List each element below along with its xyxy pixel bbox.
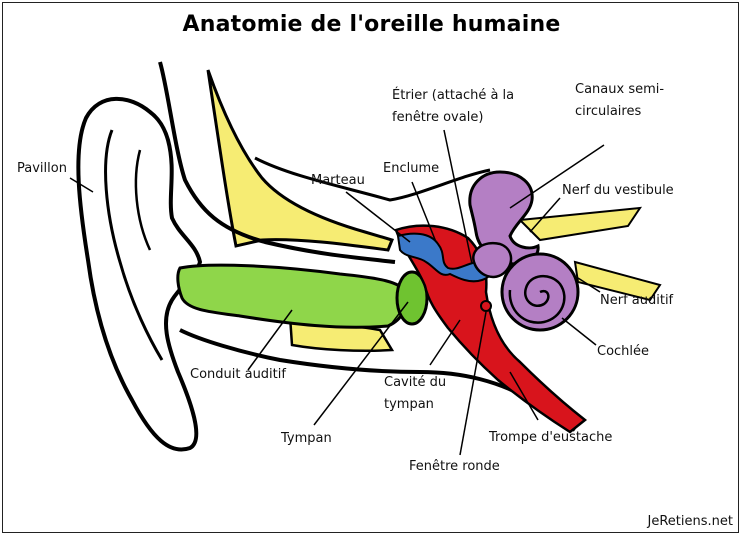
label-tympan: Tympan <box>281 431 332 446</box>
label-etrier-line1: Étrier (attaché à la <box>392 88 515 103</box>
label-marteau: Marteau <box>311 173 365 188</box>
label-trompe: Trompe d'eustache <box>489 430 613 445</box>
ear-canal <box>176 263 409 329</box>
bone-wedge-auditory <box>573 260 662 302</box>
inner-membrane-line <box>254 156 491 202</box>
round-window <box>480 300 492 312</box>
label-cavite-line1: Cavité du <box>384 375 447 390</box>
diagram-title: Anatomie de l'oreille humaine <box>182 12 561 37</box>
label-cochlee: Cochlée <box>597 344 650 359</box>
label-pavillon: Pavillon <box>17 161 67 176</box>
pinna-fold-2 <box>134 149 152 251</box>
label-fenetre-ronde: Fenêtre ronde <box>409 459 500 474</box>
tympanic-membrane <box>395 270 429 326</box>
semicircular-canals <box>468 170 540 266</box>
label-canaux-line2: circulaires <box>575 104 642 119</box>
label-nerf-vestibule: Nerf du vestibule <box>562 183 674 198</box>
label-nerf-auditif: Nerf auditif <box>600 293 674 308</box>
label-enclume: Enclume <box>383 161 440 176</box>
pinna-fold <box>104 129 164 361</box>
credit-text: JeRetiens.net <box>647 514 733 529</box>
temporal-bone-upper <box>206 69 395 252</box>
label-canaux-line1: Canaux semi- <box>575 82 665 97</box>
cochlea-spiral <box>508 275 566 324</box>
label-etrier-line2: fenêtre ovale) <box>392 110 484 125</box>
label-conduit-auditif: Conduit auditif <box>190 367 286 382</box>
skin-outline-lower <box>179 328 577 432</box>
bone-wedge-vestibule <box>517 206 643 242</box>
label-cavite-line2: tympan <box>384 397 434 412</box>
leader-lines <box>69 129 605 456</box>
skin-outline-top <box>158 61 396 264</box>
vestibule <box>472 241 513 279</box>
